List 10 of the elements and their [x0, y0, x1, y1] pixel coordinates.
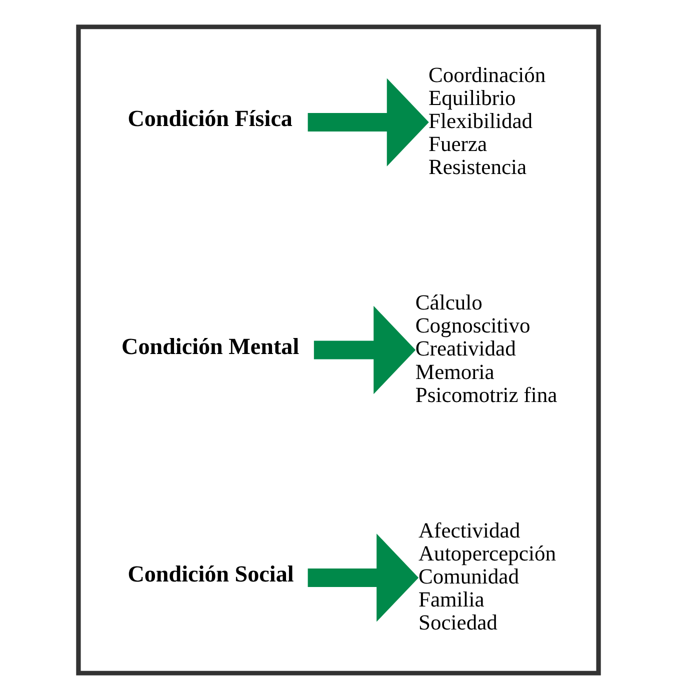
- node-text: Condición Social: [127, 560, 294, 587]
- node-text: Cálculo Cognoscitivo Creatividad Memoria Psicomotriz fina: [414, 290, 557, 407]
- arrow: [313, 306, 416, 394]
- node-text: Condición Mental: [121, 332, 299, 359]
- node-text: Coordinación Equilibrio Flexibilidad Fuerza Resistencia: [428, 62, 546, 180]
- node-text: Afectividad Autopercepción Comunidad Familia Sociedad: [418, 518, 556, 635]
- arrow: [307, 78, 428, 166]
- arrow: [307, 534, 418, 622]
- node-text: Condición Física: [127, 105, 292, 132]
- cluster: [76, 24, 600, 676]
